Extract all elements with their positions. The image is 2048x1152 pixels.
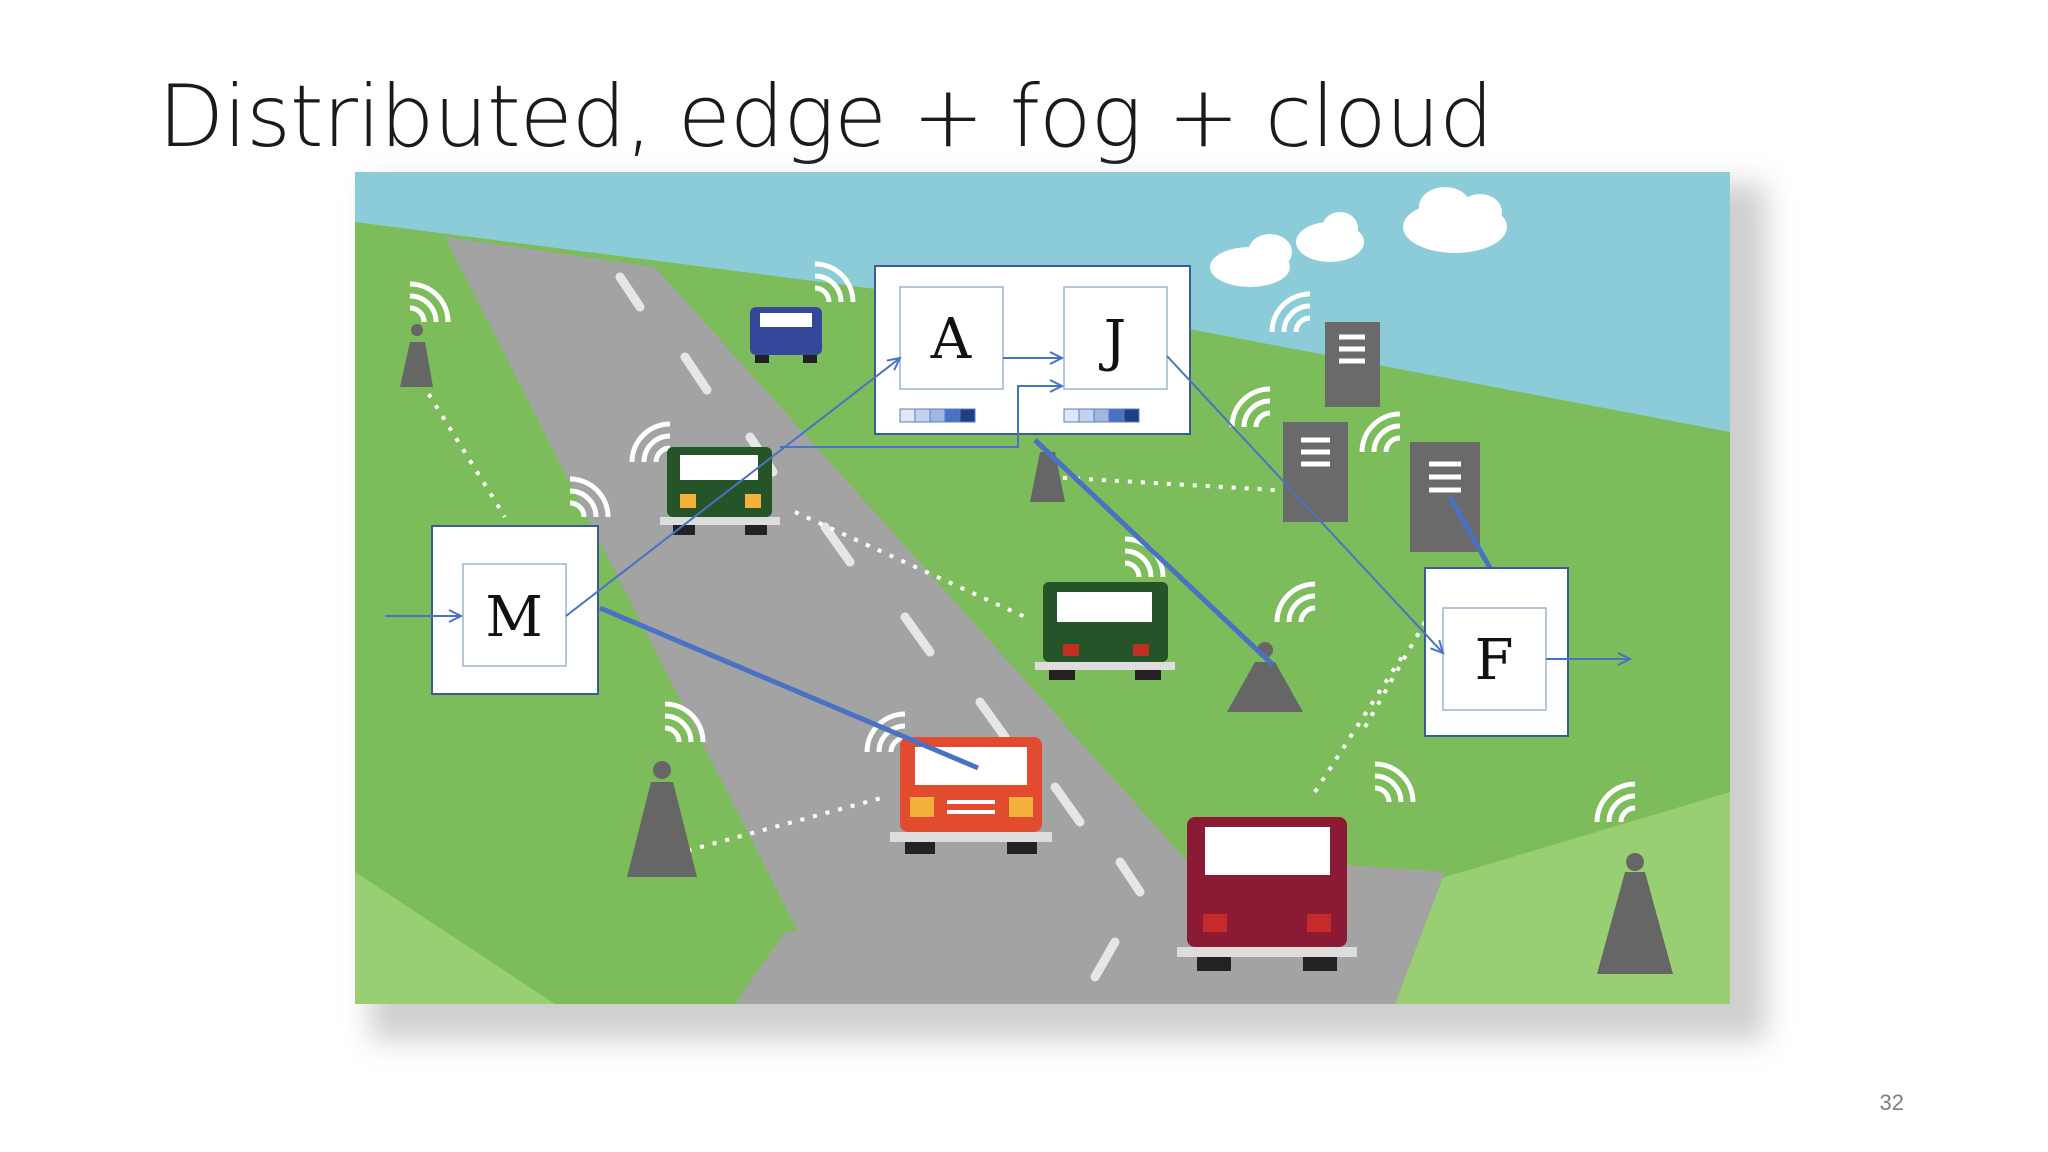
operator-f-label: F [1475,628,1514,693]
car-icon-red [890,737,1052,854]
a-queue-icon [899,408,976,423]
grass-left-light [355,872,555,1004]
slide-title: Distributed, edge + fog + cloud [158,67,1494,167]
edge-fog-cloud-illustration: M A J F [355,172,1730,1004]
lane-markings [615,272,1145,982]
car-icon-maroon [1177,817,1357,971]
cell-tower-icon [400,324,1673,974]
j-operator-box [1063,286,1168,390]
a-operator-box [899,286,1004,390]
m-to-a-arrow [565,358,900,617]
f-operator-box [1442,607,1547,711]
grass-right [995,292,1730,1004]
j-to-f-arrow [1166,355,1443,653]
operator-m-label: M [485,585,542,650]
car-icon-green-center [1035,582,1175,680]
m-operator-box [462,563,567,667]
car-icon-green-left [660,447,780,535]
j-queue-icon [1063,408,1140,423]
dataflow-arrows [385,356,1630,659]
page-number: 32 [1879,1090,1904,1115]
placement-links [599,438,1493,771]
cloud-icon [1210,187,1507,287]
car-icon-blue [750,307,822,363]
m-to-j-arrow [780,386,1062,448]
operator-a-label: A [930,307,972,372]
road [445,237,1315,1004]
wireless-links [413,370,1447,856]
operator-j-label: J [1099,309,1126,374]
